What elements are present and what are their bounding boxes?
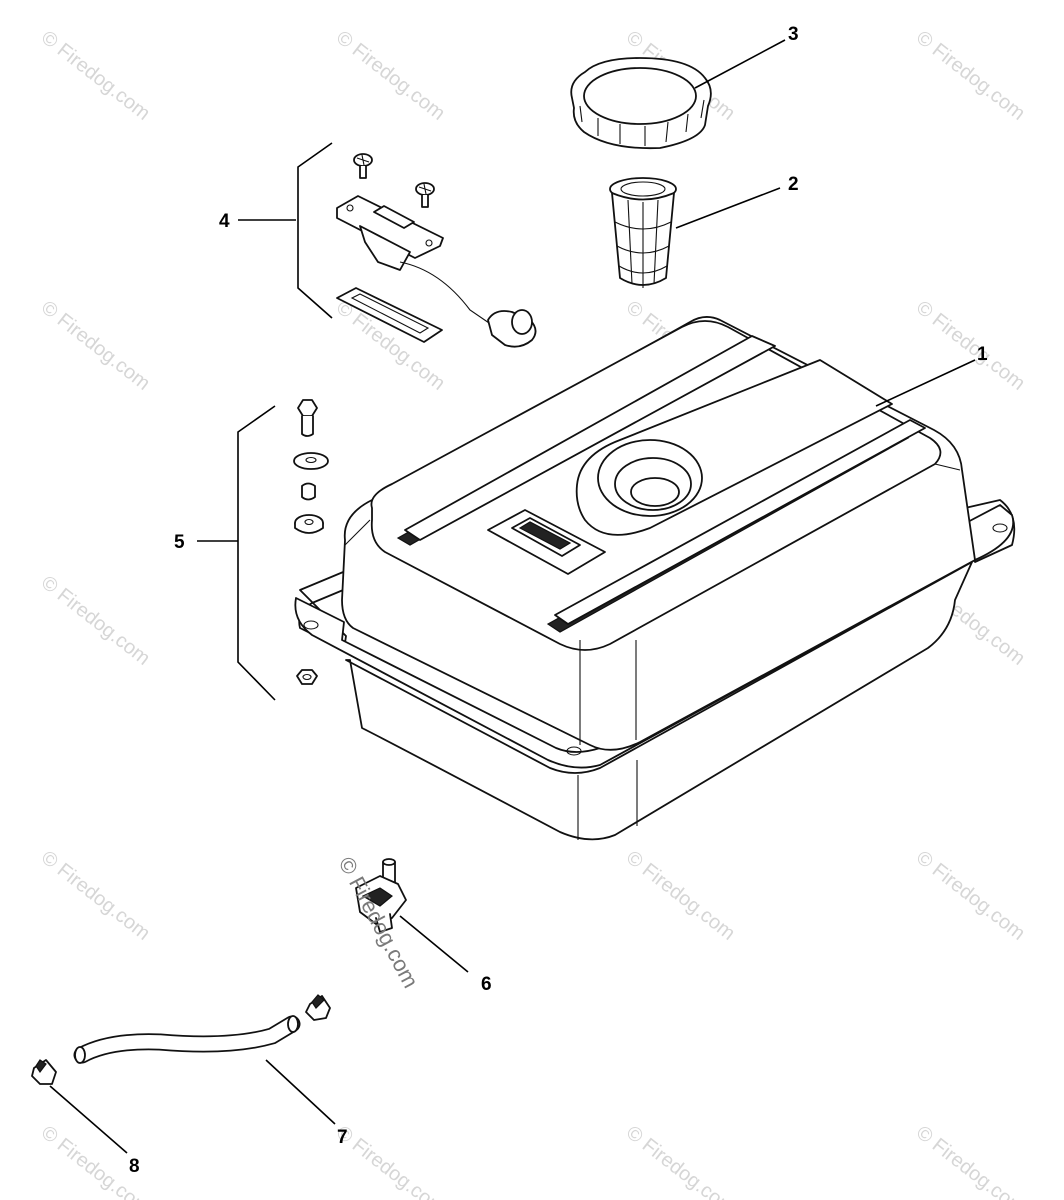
fuel-gauge-assembly (297, 142, 537, 348)
callout-5: 5 (174, 532, 185, 553)
fuel-tank (294, 316, 1016, 841)
watermark: © Firedog.com (912, 27, 1029, 125)
watermark: © Firedog.com (37, 847, 154, 945)
fuel-cap (570, 57, 712, 150)
callout-8: 8 (129, 1156, 140, 1177)
fuel-valve (355, 858, 407, 933)
callout-1: 1 (977, 344, 988, 365)
watermark: © Firedog.com (37, 27, 154, 125)
watermark: © Firedog.com (912, 297, 1029, 395)
fuel-strainer (609, 177, 677, 288)
watermark: © Firedog.com (37, 572, 154, 670)
callout-6: 6 (481, 974, 492, 995)
watermark-prominent: © Firedog.com (334, 853, 424, 992)
watermark: © Firedog.com (622, 847, 739, 945)
hose-clip (31, 994, 331, 1085)
callout-labels: 1 2 3 4 5 6 7 8 (129, 24, 988, 1177)
watermark: © Firedog.com (622, 1122, 739, 1200)
callout-3: 3 (788, 24, 799, 45)
svg-text:© Firedog.com: © Firedog.com (334, 853, 424, 992)
callout-4: 4 (219, 211, 230, 232)
watermark: © Firedog.com (912, 1122, 1029, 1200)
watermark: © Firedog.com (37, 297, 154, 395)
callout-7: 7 (337, 1127, 348, 1148)
watermark: © Firedog.com (912, 847, 1029, 945)
watermark: © Firedog.com (332, 27, 449, 125)
callout-2: 2 (788, 174, 799, 195)
mounting-hardware (237, 399, 329, 701)
fuel-hose (73, 1015, 301, 1064)
watermark: © Firedog.com (332, 1122, 449, 1200)
leader-lines (49, 39, 976, 1154)
